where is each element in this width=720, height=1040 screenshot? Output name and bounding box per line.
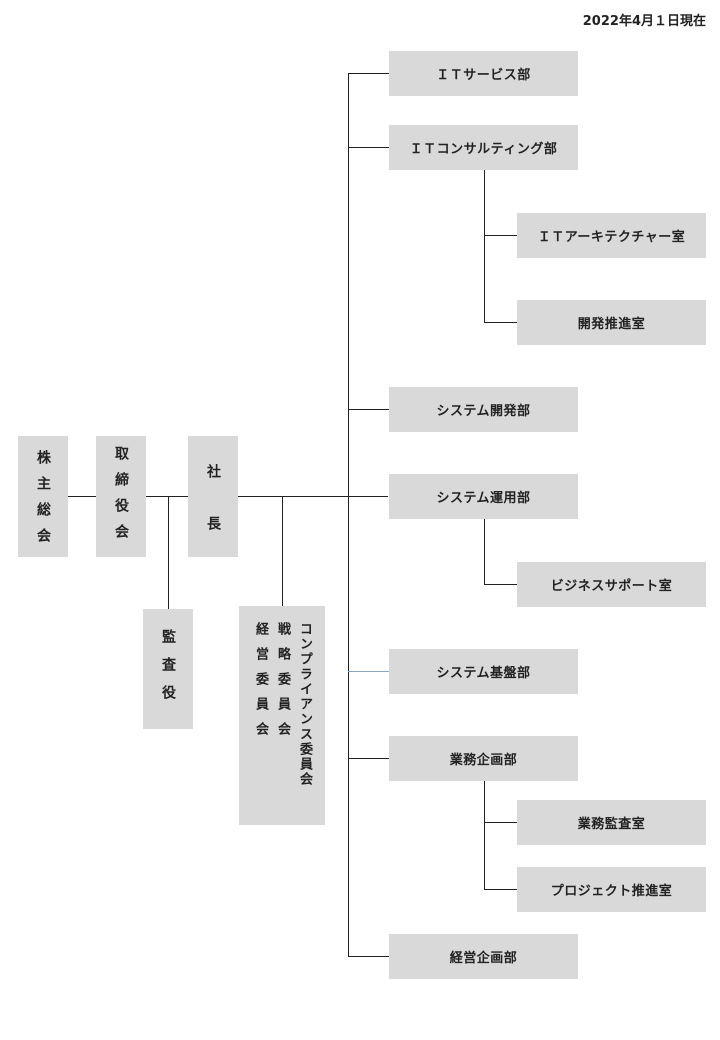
auditor-box: 監査役: [143, 609, 193, 729]
dept-business-planning: 業務企画部: [389, 736, 578, 781]
system-ops-sub-trunk: [484, 519, 485, 584]
office-project-promotion-label: プロジェクト推進室: [550, 884, 673, 899]
dept-it-service-label: ＩＴサービス部: [436, 68, 531, 83]
compliance-committee-label: コンプライアンス委員会: [297, 622, 312, 787]
branch-it-consulting: [348, 147, 389, 148]
board-of-directors-label: 取締役会: [113, 446, 129, 550]
branch-system-infra: [348, 671, 389, 672]
branch-it-service: [348, 73, 389, 74]
office-it-architecture-label: ＩＴアーキテクチャー室: [537, 230, 686, 245]
board-of-directors-box: 取締役会: [96, 436, 146, 557]
office-it-architecture: ＩＴアーキテクチャー室: [517, 213, 706, 258]
branch-business-audit: [484, 822, 517, 823]
dept-it-consulting: ＩＴコンサルティング部: [389, 125, 578, 170]
shareholders-meeting-label: 株主総会: [35, 450, 51, 554]
office-business-support: ビジネスサポート室: [517, 562, 706, 607]
office-project-promotion: プロジェクト推進室: [517, 867, 706, 912]
branch-business-planning: [348, 758, 389, 759]
management-committee-label: 経営委員会: [253, 622, 268, 747]
dept-system-dev-label: システム開発部: [436, 404, 531, 419]
dept-it-consulting-label: ＩＴコンサルティング部: [409, 142, 558, 157]
dept-system-dev: システム開発部: [389, 387, 578, 432]
dept-corporate-planning-label: 経営企画部: [449, 951, 518, 966]
branch-it-architecture: [484, 235, 517, 236]
dept-it-service: ＩＴサービス部: [389, 51, 578, 96]
auditor-label: 監査役: [160, 629, 176, 713]
strategy-committee-label: 戦略委員会: [275, 622, 290, 747]
president-label: 社 長: [205, 464, 221, 542]
branch-business-support: [484, 584, 517, 585]
branch-project-promotion: [484, 889, 517, 890]
office-business-support-label: ビジネスサポート室: [550, 579, 673, 594]
as-of-date: 2022年4月１日現在: [582, 14, 706, 29]
dept-system-infra: システム基盤部: [389, 649, 578, 694]
dept-system-ops-label: システム運用部: [436, 491, 531, 506]
business-planning-sub-trunk: [484, 781, 485, 889]
it-consulting-sub-trunk: [484, 169, 485, 322]
branch-dev-promotion: [484, 322, 517, 323]
connector-shareholders-board: [68, 496, 96, 497]
connector-president-trunk: [238, 496, 388, 497]
branch-corporate-planning: [348, 956, 389, 957]
dept-system-ops: システム運用部: [389, 474, 578, 519]
committees-box: コンプライアンス委員会 戦略委員会 経営委員会: [239, 606, 325, 825]
main-trunk-line: [348, 73, 349, 957]
office-business-audit-label: 業務監査室: [577, 817, 646, 832]
dept-business-planning-label: 業務企画部: [449, 753, 518, 768]
dept-corporate-planning: 経営企画部: [389, 934, 578, 979]
president-box: 社 長: [188, 436, 238, 557]
dept-system-infra-label: システム基盤部: [436, 666, 531, 681]
branch-system-dev: [348, 409, 389, 410]
office-dev-promotion-label: 開発推進室: [577, 317, 646, 332]
connector-board-president: [146, 496, 188, 497]
connector-committees: [282, 496, 283, 606]
connector-auditor: [168, 496, 169, 609]
office-dev-promotion: 開発推進室: [517, 300, 706, 345]
shareholders-meeting-box: 株主総会: [18, 436, 68, 557]
office-business-audit: 業務監査室: [517, 800, 706, 845]
